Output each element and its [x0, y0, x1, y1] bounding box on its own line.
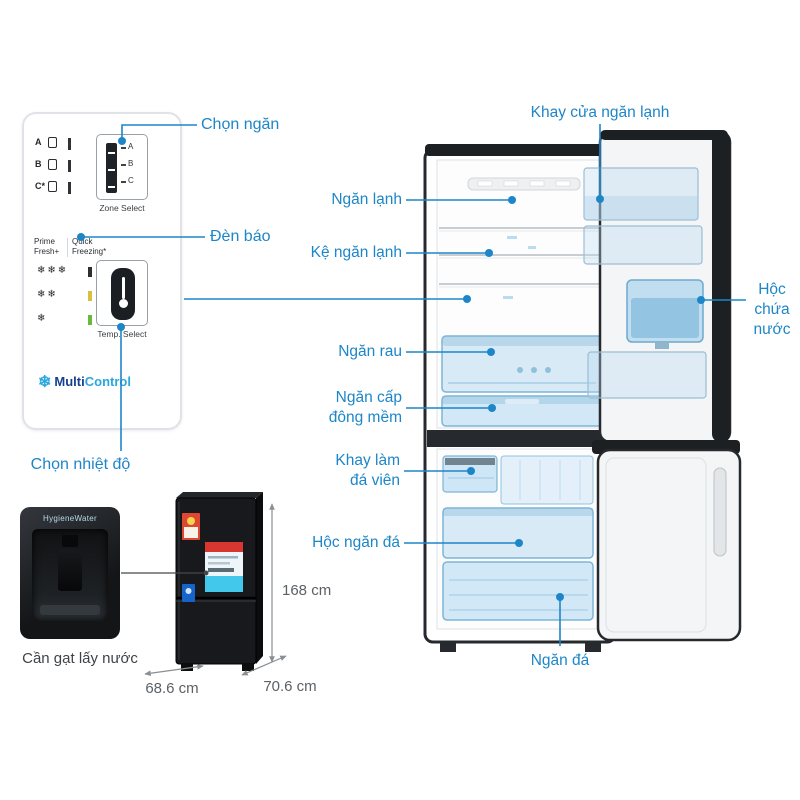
zone-display [106, 143, 117, 193]
zone-display-b: B [128, 159, 134, 168]
callout-chon-ngan: Chọn ngăn [201, 116, 280, 133]
zone-tick-c [121, 181, 126, 183]
soft-freeze-line2: đông mềm [328, 409, 402, 426]
dispenser-tray [40, 605, 100, 615]
door-bins [583, 167, 707, 399]
callout-ngan-lanh: Ngăn lạnh [331, 191, 402, 208]
zone-a-label: A [35, 137, 42, 147]
dimension-width: 68.6 cm [145, 680, 199, 697]
soft-freeze-line1: Ngăn cấp [335, 389, 402, 406]
zone-led-b [68, 160, 71, 172]
freezer-door-handle [713, 467, 727, 557]
dispenser-recess [32, 529, 108, 621]
veg-drawer [441, 335, 603, 393]
fridge-cabinet [423, 144, 623, 652]
led-light [467, 177, 581, 191]
zone-tick-b [121, 164, 126, 166]
panel-divider [67, 238, 68, 257]
dimension-height: 168 cm [282, 582, 332, 599]
freeze-level-3-icon: ❄❄❄ [37, 265, 69, 276]
shelves [439, 227, 602, 288]
callout-khay-cua-ngan-lanh: Khay cửa ngăn lạnh [530, 104, 670, 121]
callout-den-bao: Đèn báo [210, 228, 271, 245]
zone-led-c [68, 182, 71, 194]
logo-multi: Multi [54, 374, 85, 389]
freeze-level-1-icon: ❄ [37, 313, 48, 324]
prime-fresh-label: Prime Fresh+ [34, 237, 59, 256]
dispenser-spout [62, 535, 78, 547]
freeze-led-1 [88, 315, 92, 325]
callout-can-gat-lay-nuoc: Cần gạt lấy nước [22, 650, 138, 667]
ice-tray-line2: đá viên [350, 472, 400, 489]
water-dispenser-detail: HygieneWater [20, 507, 120, 639]
zone-select-box: A B C [96, 134, 148, 200]
callout-ke-ngan-lanh: Kệ ngăn lạnh [310, 244, 402, 261]
zone-select-caption: Zone Select [99, 203, 145, 213]
multicontrol-panel: A B C* A B C Zone Select Prime Fresh+ Qu… [22, 112, 182, 430]
callout-chon-nhiet-do: Chọn nhiệt độ [30, 456, 131, 473]
freeze-led-2 [88, 291, 92, 301]
product-label-sticker [205, 542, 243, 592]
dispenser-connector-line [121, 570, 209, 576]
freezer-drawers [442, 455, 594, 621]
mini-fridge-illustration [175, 492, 263, 671]
zone-b-label: B [35, 159, 42, 169]
dispenser-lever [58, 549, 82, 591]
zone-display-c: C [128, 176, 134, 185]
quick-freezing-line1: Quick [72, 237, 93, 246]
freezer-door-open [592, 440, 742, 642]
freeze-led-3 [88, 267, 92, 277]
callout-ngan-cap-dong-mem: Ngăn cấp đông mềm [282, 388, 402, 428]
water-tank [626, 279, 704, 349]
ice-tray-line1: Khay làm [335, 452, 400, 469]
callout-khay-lam-da-vien: Khay làm đá viên [280, 451, 400, 491]
callout-hoc-ngan-da: Hộc ngăn đá [312, 534, 400, 551]
quick-freezing-line2: Freezing* [72, 246, 107, 256]
compartment-divider [427, 430, 613, 447]
dimension-depth: 70.6 cm [263, 678, 317, 695]
logo-control: Control [84, 374, 131, 389]
hoc-chua-nuoc-line3: nước [753, 321, 791, 338]
prime-fresh-line2: Fresh+ [34, 246, 60, 256]
zone-b-icon [48, 159, 57, 170]
energy-label-sticker [182, 513, 200, 540]
zone-c-label: C* [35, 181, 46, 191]
temp-select-box [96, 260, 148, 326]
quick-freezing-label: Quick Freezing* [72, 237, 106, 256]
callout-hoc-chua-nuoc: Hộc chứa nước [746, 280, 798, 340]
dispenser-brand: HygieneWater [43, 514, 97, 523]
hoc-chua-nuoc-line1: Hộc [758, 281, 786, 298]
fridge-door-open [583, 130, 732, 444]
zone-c-icon [48, 181, 57, 192]
freeze-level-2-icon: ❄❄ [37, 289, 58, 300]
soft-freeze-drawer [441, 395, 603, 427]
hoc-chua-nuoc-line2: chứa [754, 301, 790, 318]
snowflake-icon: ❄ [38, 374, 52, 391]
callout-ngan-da: Ngăn đá [530, 652, 590, 669]
zone-led-a [68, 138, 71, 150]
zone-display-a: A [128, 142, 134, 151]
dimension-lines [144, 503, 287, 677]
callout-lines [84, 124, 746, 646]
callout-ngan-rau: Ngăn rau [338, 343, 402, 360]
prime-fresh-line1: Prime [34, 237, 55, 246]
multicontrol-logo: ❄MultiControl [38, 372, 131, 392]
temp-select-caption: Temp. Select [97, 329, 147, 339]
zone-a-icon [48, 137, 57, 148]
thermometer-icon [111, 268, 135, 320]
hygiene-sticker [182, 584, 195, 602]
zone-tick-a [121, 147, 126, 149]
